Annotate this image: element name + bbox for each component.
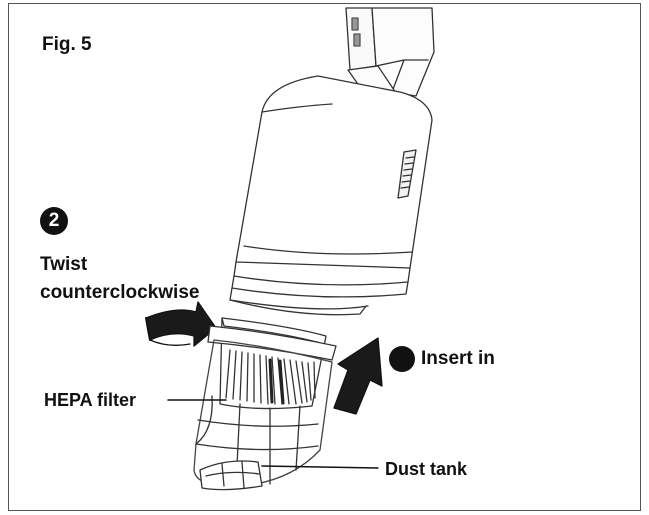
dust-tank-leader (261, 465, 379, 469)
vacuum-handle (345, 7, 435, 105)
dust-tank (193, 339, 333, 491)
twist-arrow-icon (145, 301, 217, 347)
twist-label-line1: Twist (40, 254, 88, 275)
insert-arrow-icon (333, 337, 383, 415)
twist-label-line2: counterclockwise (40, 282, 200, 303)
step-number-badge: 2 (40, 207, 68, 235)
hepa-filter (207, 317, 337, 410)
hepa-filter-label: HEPA filter (44, 390, 137, 410)
vacuum-body (229, 75, 433, 316)
insert-label: Insert in (421, 348, 495, 369)
figure-title: Fig. 5 (42, 34, 92, 55)
dust-tank-label: Dust tank (385, 459, 468, 479)
filled-circle-icon (389, 346, 415, 372)
